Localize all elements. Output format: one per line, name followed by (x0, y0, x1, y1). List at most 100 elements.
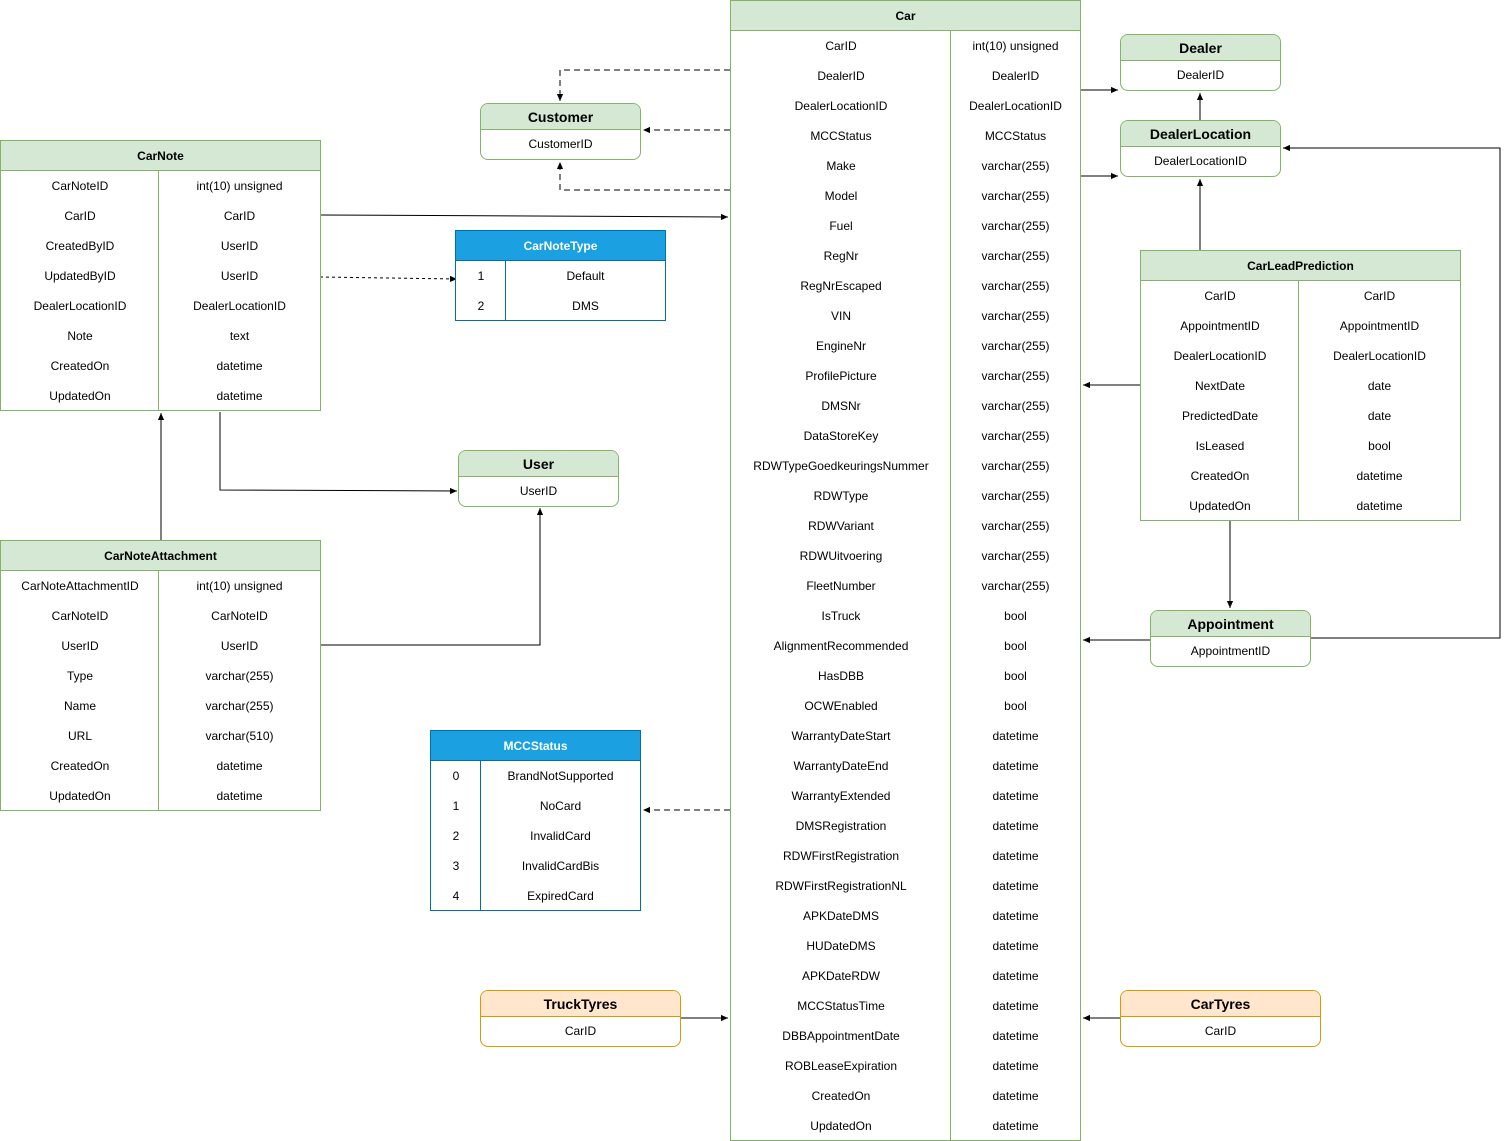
field-type: int(10) unsigned (972, 39, 1059, 53)
field-name: 2 (452, 829, 460, 843)
field-type: ExpiredCard (527, 889, 594, 903)
table-carnoteattachment-column-divider (158, 571, 159, 810)
field-type: varchar(255) (981, 369, 1050, 383)
field-type: AppointmentID (1339, 319, 1420, 333)
field-name: NextDate (1194, 379, 1246, 393)
field-name: WarrantyDateStart (791, 729, 891, 743)
field-name: Fuel (829, 219, 853, 233)
table-row: URL varchar(510) (1, 721, 320, 751)
field-type: varchar(255) (981, 519, 1050, 533)
field-type: date (1367, 379, 1392, 393)
field-type: datetime (992, 909, 1039, 923)
field-name: RDWTypeGoedkeuringsNummer (753, 459, 929, 473)
field-name: CreatedByID (45, 239, 115, 253)
field-name: APKDateDMS (802, 909, 880, 923)
field-type: DMS (572, 299, 599, 313)
field-name: DataStoreKey (803, 429, 879, 443)
field-type: UserID (220, 639, 259, 653)
field-type: DealerLocationID (1333, 349, 1426, 363)
field-type: datetime (992, 1119, 1039, 1133)
field-type: datetime (992, 939, 1039, 953)
field-type: varchar(255) (981, 579, 1050, 593)
field-name: ROBLeaseExpiration (784, 1059, 898, 1073)
field-type: datetime (216, 789, 263, 803)
field-name: UpdatedOn (1189, 499, 1251, 513)
entity-cartyres-field: CarID (1204, 1024, 1237, 1038)
field-type: UserID (220, 269, 259, 283)
field-type: CarID (223, 209, 256, 223)
entity-user-field: UserID (519, 484, 558, 498)
field-name: CarNoteID (51, 609, 109, 623)
field-name: PredictedDate (1181, 409, 1259, 423)
field-type: InvalidCard (530, 829, 591, 843)
table-row: UserID UserID (1, 631, 320, 661)
field-type: varchar(255) (981, 159, 1050, 173)
entity-dealerlocation-field: DealerLocationID (1154, 154, 1247, 168)
field-name: 1 (452, 799, 460, 813)
field-name: RegNr (823, 249, 859, 263)
table-row: CreatedByID UserID (1, 231, 320, 261)
field-name: HasDBB (817, 669, 864, 683)
table-carnoteattachment-title: CarNoteAttachment (1, 541, 320, 571)
field-type: datetime (992, 1029, 1039, 1043)
table-row: 1 Default (456, 261, 665, 291)
field-name: DealerLocationID (794, 99, 888, 113)
field-name: EngineNr (815, 339, 867, 353)
entity-dealer-field: DealerID (1176, 68, 1225, 82)
table-car-title: Car (731, 1, 1080, 31)
entity-dealerlocation: DealerLocation DealerLocationID (1120, 120, 1281, 177)
table-row: Make varchar(255) (731, 151, 1080, 181)
field-name: UserID (61, 639, 99, 653)
field-name: IsTruck (821, 609, 861, 623)
field-name: RDWFirstRegistration (782, 849, 899, 863)
entity-user: User UserID (458, 450, 619, 507)
field-type: varchar(255) (981, 339, 1050, 353)
field-type: varchar(255) (981, 279, 1050, 293)
field-type: CarID (1363, 289, 1396, 303)
table-carnote-column-divider (158, 171, 159, 410)
field-type: datetime (992, 879, 1039, 893)
table-carnotetype-column-divider (505, 261, 506, 320)
field-name: URL (67, 729, 92, 743)
field-name: 1 (477, 269, 485, 283)
field-type: datetime (992, 759, 1039, 773)
field-name: Make (826, 159, 856, 173)
field-type: varchar(510) (205, 729, 274, 743)
field-type: int(10) unsigned (196, 179, 283, 193)
field-type: DealerLocationID (969, 99, 1062, 113)
field-type: UserID (220, 239, 259, 253)
entity-customer-title: Customer (481, 104, 640, 130)
field-name: HUDateDMS (806, 939, 876, 953)
entity-appointment-title: Appointment (1151, 611, 1310, 637)
field-type: DealerID (991, 69, 1040, 83)
edge-appointment-to-dealerlocation (1283, 144, 1501, 639)
field-type: BrandNotSupported (507, 769, 614, 783)
table-row: EngineNr varchar(255) (731, 331, 1080, 361)
field-type: Default (566, 269, 605, 283)
field-name: RDWVariant (808, 519, 874, 533)
field-name: CreatedOn (50, 359, 110, 373)
field-name: WarrantyExtended (791, 789, 891, 803)
field-name: Name (63, 699, 96, 713)
field-type: datetime (216, 359, 263, 373)
field-type: datetime (216, 759, 263, 773)
